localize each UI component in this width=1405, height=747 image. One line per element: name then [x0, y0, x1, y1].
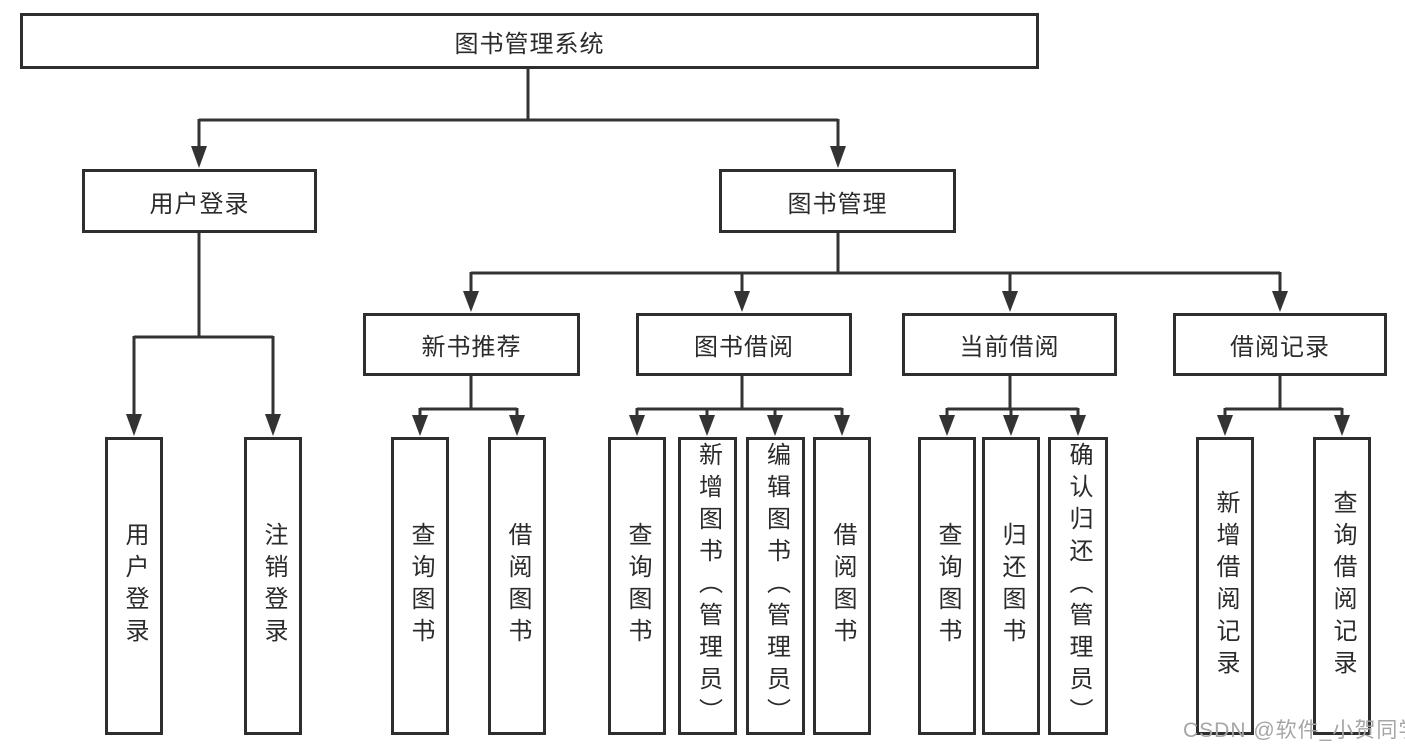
leaf-recommend-query-books: 查询图书 [391, 437, 449, 735]
node-current-borrowing-label: 当前借阅 [959, 334, 1060, 361]
leaf-current-query-books: 查询图书 [918, 437, 976, 735]
leaf-user-login: 用户登录 [105, 437, 163, 735]
node-book-borrowing: 图书借阅 [636, 313, 852, 376]
leaf-borrow-books: 借阅图书 [813, 437, 871, 735]
leaf-current-query-books-label: 查询图书 [934, 522, 961, 650]
leaf-logout: 注销登录 [244, 437, 302, 735]
leaf-logout-label: 注销登录 [260, 522, 287, 650]
leaf-add-books-admin: 新增图书（管理员） [678, 437, 737, 735]
leaf-borrow-query-books: 查询图书 [608, 437, 666, 735]
leaf-borrow-query-books-label: 查询图书 [624, 522, 651, 650]
leaf-query-borrow-record: 查询借阅记录 [1313, 437, 1371, 735]
leaf-recommend-borrow-books: 借阅图书 [488, 437, 546, 735]
leaf-add-books-admin-label: 新增图书（管理员） [694, 442, 722, 730]
leaf-edit-books-admin: 编辑图书（管理员） [746, 437, 805, 735]
watermark: CSDN @软件_小贺同学 [1183, 719, 1405, 742]
leaf-recommend-query-books-label: 查询图书 [407, 522, 434, 650]
leaf-add-borrow-record: 新增借阅记录 [1196, 437, 1254, 735]
node-book-borrowing-label: 图书借阅 [694, 334, 794, 361]
node-book-management-label: 图书管理 [787, 190, 888, 218]
node-borrowing-records-label: 借阅记录 [1230, 334, 1330, 361]
node-user-login: 用户登录 [82, 169, 317, 233]
leaf-query-borrow-record-label: 查询借阅记录 [1329, 490, 1356, 682]
leaf-return-books: 归还图书 [982, 437, 1040, 735]
leaf-borrow-books-label: 借阅图书 [829, 522, 856, 650]
leaf-confirm-return-admin-label: 确认归还（管理员） [1065, 442, 1092, 730]
leaf-user-login-label: 用户登录 [121, 522, 148, 650]
leaf-recommend-borrow-books-label: 借阅图书 [504, 522, 531, 650]
leaf-confirm-return-admin: 确认归还（管理员） [1048, 437, 1108, 735]
arrowhead-icons [126, 146, 1350, 436]
node-root: 图书管理系统 [20, 13, 1039, 69]
leaf-edit-books-admin-label: 编辑图书（管理员） [762, 442, 790, 730]
node-current-borrowing: 当前借阅 [902, 313, 1117, 376]
node-book-management: 图书管理 [719, 169, 956, 233]
node-user-login-label: 用户登录 [149, 190, 250, 218]
leaf-add-borrow-record-label: 新增借阅记录 [1212, 490, 1239, 682]
leaf-return-books-label: 归还图书 [998, 522, 1025, 650]
node-root-label: 图书管理系统 [454, 30, 605, 58]
node-new-book-recommend-label: 新书推荐 [421, 334, 522, 361]
node-new-book-recommend: 新书推荐 [363, 313, 580, 376]
node-borrowing-records: 借阅记录 [1173, 313, 1387, 376]
